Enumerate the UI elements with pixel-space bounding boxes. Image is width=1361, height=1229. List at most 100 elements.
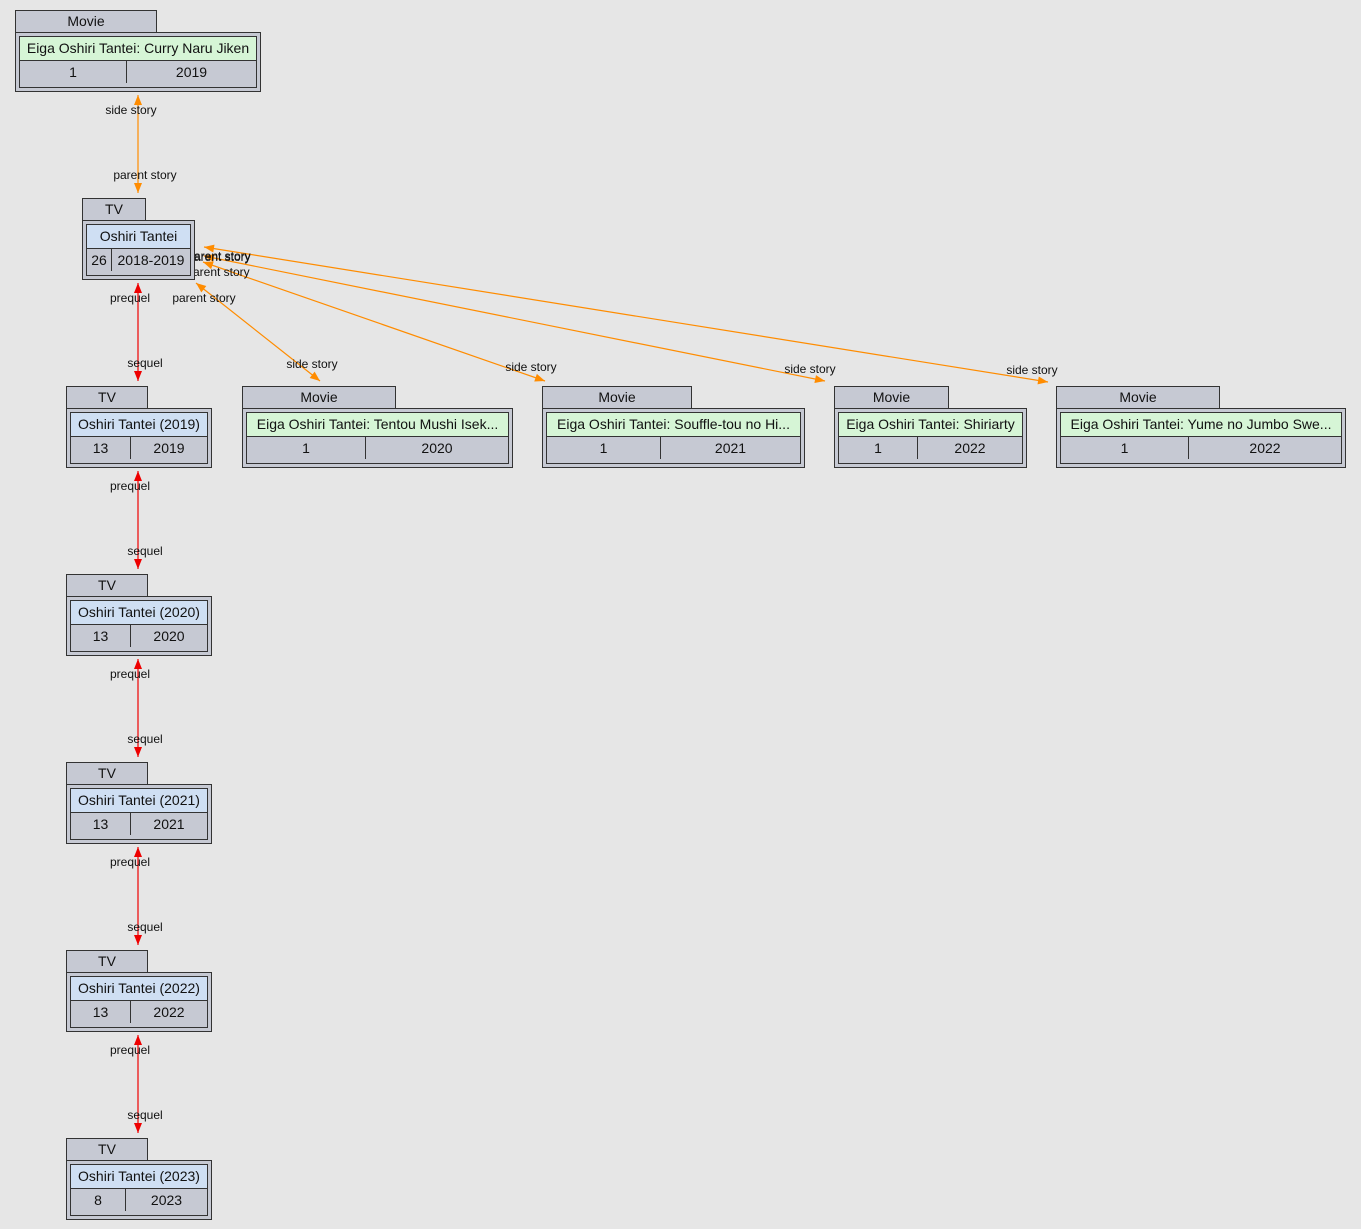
edge-label-to: side story bbox=[505, 360, 556, 374]
edge-souffle: parent story side story bbox=[186, 261, 557, 382]
node-type-tab: Movie bbox=[15, 10, 157, 32]
node-years: 2019 bbox=[175, 64, 208, 80]
node-years: 2022 bbox=[1249, 440, 1281, 456]
node-years: 2021 bbox=[153, 816, 185, 832]
node-years: 2023 bbox=[150, 1192, 183, 1208]
edge-tentou: parent story side story bbox=[172, 282, 338, 382]
edge-s2019: prequel sequel bbox=[110, 283, 163, 381]
node-title: Eiga Oshiri Tantei: Shiriarty bbox=[839, 413, 1022, 437]
edge-label-from: side story bbox=[105, 103, 156, 117]
node-tv-oshiri[interactable]: TV Oshiri Tantei 26 2018-2019 bbox=[82, 198, 195, 280]
node-movie-souffle[interactable]: Movie Eiga Oshiri Tantei: Souffle-tou no… bbox=[542, 386, 805, 468]
node-episodes: 1 bbox=[547, 437, 661, 459]
edge-label-to: side story bbox=[784, 362, 835, 376]
edge-label-from: prequel bbox=[110, 479, 150, 493]
edge-arrowhead-start bbox=[134, 1035, 142, 1045]
node-movie-yume[interactable]: Movie Eiga Oshiri Tantei: Yume no Jumbo … bbox=[1056, 386, 1346, 468]
edge-arrowhead-start bbox=[134, 659, 142, 669]
node-tv-2023[interactable]: TV Oshiri Tantei (2023) 8 2023 bbox=[66, 1138, 212, 1220]
node-title: Eiga Oshiri Tantei: Tentou Mushi Isek... bbox=[247, 413, 508, 437]
node-years: 2022 bbox=[954, 440, 986, 456]
node-movie-shiriarty[interactable]: Movie Eiga Oshiri Tantei: Shiriarty 1 202… bbox=[834, 386, 1027, 468]
node-title: Eiga Oshiri Tantei: Yume no Jumbo Swe... bbox=[1061, 413, 1341, 437]
edge-arrowhead-end bbox=[134, 935, 142, 945]
node-type-tab: TV bbox=[66, 574, 148, 596]
node-episodes: 1 bbox=[839, 437, 918, 459]
edge-yume: parent story side story bbox=[187, 244, 1058, 385]
edge-label-from: parent story bbox=[186, 265, 249, 279]
node-title: Oshiri Tantei (2023) bbox=[71, 1165, 207, 1189]
edge-label-from: prequel bbox=[110, 291, 150, 305]
node-episodes: 13 bbox=[71, 625, 131, 647]
edge-label-to: sequel bbox=[127, 356, 162, 370]
edge-arrowhead-start bbox=[203, 261, 214, 270]
node-type-tab: TV bbox=[66, 1138, 148, 1160]
edge-s2021: prequel sequel bbox=[110, 659, 163, 757]
edge-arrowhead-end bbox=[134, 747, 142, 757]
node-years: 2020 bbox=[153, 628, 185, 644]
edge-arrowhead-end bbox=[134, 559, 142, 569]
edge-arrowhead-start bbox=[134, 847, 142, 857]
node-title: Oshiri Tantei (2021) bbox=[71, 789, 207, 813]
edge-arrowhead-start bbox=[134, 283, 142, 293]
node-type-tab: TV bbox=[66, 762, 148, 784]
edge-label-from: prequel bbox=[110, 855, 150, 869]
node-years: 2020 bbox=[421, 440, 453, 456]
edge-line bbox=[195, 282, 321, 382]
edge-label-to: sequel bbox=[127, 1108, 162, 1122]
node-years: 2021 bbox=[714, 440, 747, 456]
edge-label-from: parent story bbox=[187, 249, 250, 263]
edge-line bbox=[203, 255, 826, 382]
node-type-tab: TV bbox=[82, 198, 146, 220]
node-tv-2020[interactable]: TV Oshiri Tantei (2020) 13 2020 bbox=[66, 574, 212, 656]
node-type-tab: TV bbox=[66, 386, 148, 408]
edge-line bbox=[203, 246, 1049, 383]
edge-arrowhead-start bbox=[196, 283, 207, 293]
edge-arrowhead-end bbox=[814, 375, 825, 383]
node-episodes: 1 bbox=[1061, 437, 1189, 459]
node-title: Oshiri Tantei (2020) bbox=[71, 601, 207, 625]
edge-label-from: parent story bbox=[172, 291, 235, 305]
node-movie-curry[interactable]: Movie Eiga Oshiri Tantei: Curry Naru Jik… bbox=[15, 10, 261, 92]
edge-label-from: prequel bbox=[110, 667, 150, 681]
edge-arrowhead-end bbox=[1037, 376, 1048, 385]
edge-s2023: prequel sequel bbox=[110, 1035, 163, 1133]
edge-arrowhead-end bbox=[134, 183, 142, 193]
node-type-tab: Movie bbox=[1056, 386, 1220, 408]
edge-arrowhead-end bbox=[134, 1123, 142, 1133]
edge-arrowhead-start bbox=[134, 471, 142, 481]
node-type-tab: Movie bbox=[834, 386, 949, 408]
edge-label-to: sequel bbox=[127, 544, 162, 558]
node-episodes: 1 bbox=[20, 61, 127, 83]
node-episodes: 13 bbox=[71, 1001, 131, 1023]
node-years: 2019 bbox=[153, 440, 185, 456]
edge-label-to: side story bbox=[286, 357, 337, 371]
node-years: 2018-2019 bbox=[117, 252, 185, 268]
edge-label-to: side story bbox=[1006, 363, 1057, 377]
edge-label-to: sequel bbox=[127, 920, 162, 934]
edge-arrowhead-start bbox=[204, 244, 215, 253]
node-episodes: 8 bbox=[71, 1189, 126, 1211]
edge-line bbox=[202, 261, 546, 382]
node-tv-2021[interactable]: TV Oshiri Tantei (2021) 13 2021 bbox=[66, 762, 212, 844]
edge-shiriarty: parent story side story bbox=[187, 250, 836, 383]
edge-s2022: prequel sequel bbox=[110, 847, 163, 945]
edge-arrowhead-end bbox=[134, 371, 142, 381]
node-episodes: 13 bbox=[71, 813, 131, 835]
edge-label-from: prequel bbox=[110, 1043, 150, 1057]
edge-label-from: parent story bbox=[187, 250, 250, 264]
node-type-tab: Movie bbox=[542, 386, 692, 408]
node-movie-tentou[interactable]: Movie Eiga Oshiri Tantei: Tentou Mushi I… bbox=[242, 386, 513, 468]
edge-s2020: prequel sequel bbox=[110, 471, 163, 569]
node-episodes: 1 bbox=[247, 437, 366, 459]
edge-label-to: sequel bbox=[127, 732, 162, 746]
node-years: 2022 bbox=[153, 1004, 185, 1020]
edge-arrowhead-start bbox=[204, 254, 215, 262]
node-title: Oshiri Tantei bbox=[87, 225, 190, 249]
node-title: Oshiri Tantei (2019) bbox=[71, 413, 207, 437]
node-episodes: 26 bbox=[87, 249, 112, 271]
node-title: Eiga Oshiri Tantei: Souffle-tou no Hi... bbox=[547, 413, 800, 437]
